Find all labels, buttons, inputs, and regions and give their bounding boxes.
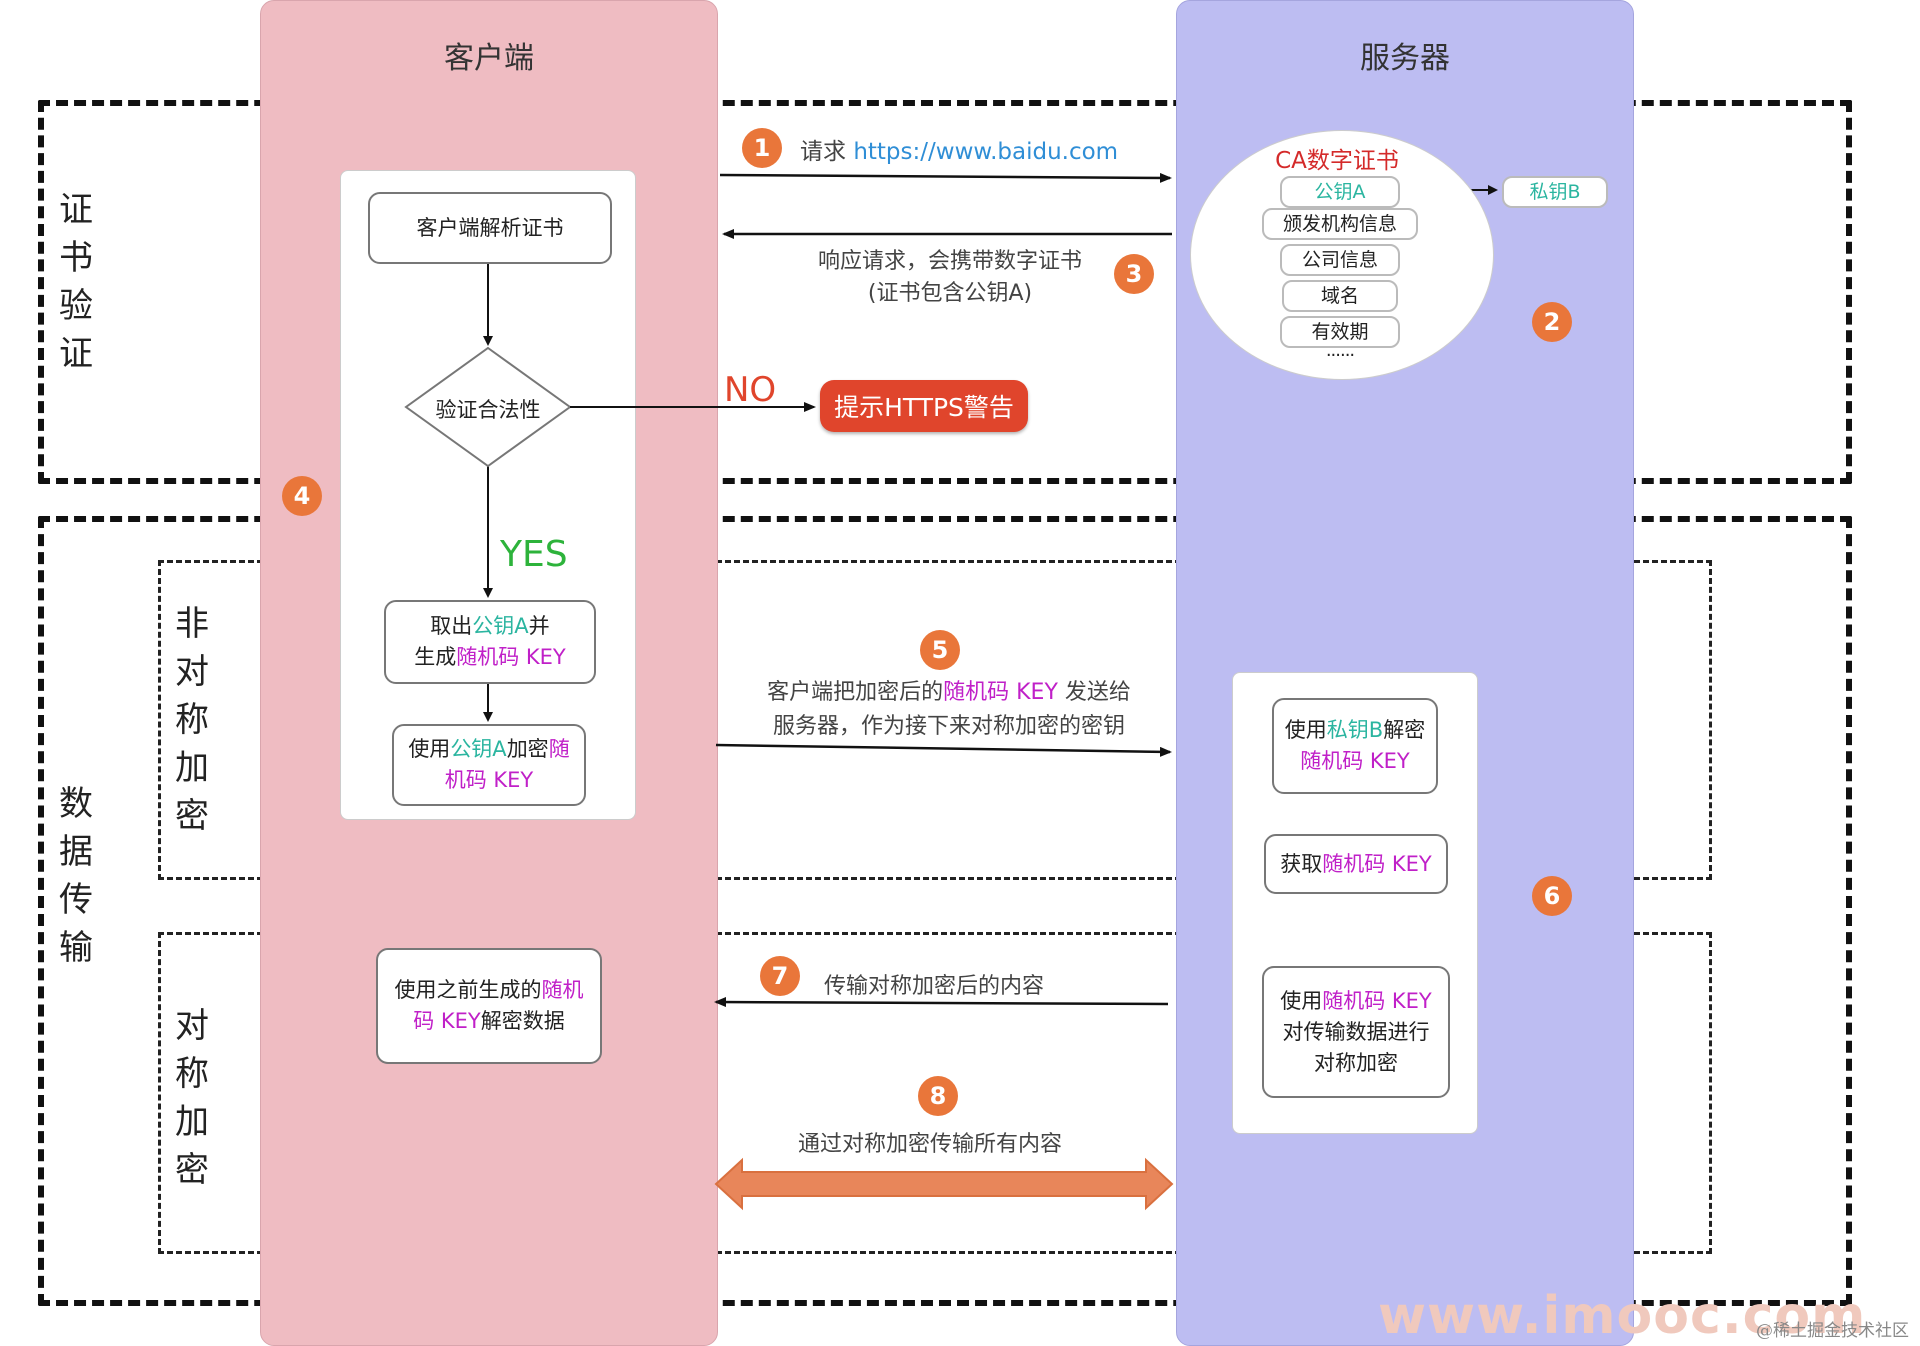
symmetric-label: 对称加密 bbox=[175, 1006, 209, 1190]
random-key-text: 随机码 KEY bbox=[456, 645, 566, 669]
verify-diamond bbox=[404, 346, 572, 468]
decrypt-text: 解密 bbox=[1383, 718, 1426, 742]
validity-pill: 有效期 bbox=[1280, 316, 1400, 348]
encrypt-text-2: 加密 bbox=[506, 737, 549, 761]
decrypt-text-2: 解密数据 bbox=[480, 1009, 565, 1033]
random-key-text: 随机码 KEY bbox=[1322, 851, 1432, 876]
random-key-text-2: 码 KEY bbox=[413, 1009, 481, 1033]
random-key-text: 随 bbox=[548, 737, 570, 761]
step-5-text-a: 客户端把加密后的 bbox=[767, 680, 944, 705]
cert-verification-section bbox=[38, 100, 1852, 484]
step-8-badge: 8 bbox=[918, 1076, 958, 1116]
step-7-text: 传输对称加密后的内容 bbox=[824, 974, 1045, 999]
take-key-text-2: 并 bbox=[528, 614, 550, 638]
public-key-text: 公钥A bbox=[472, 614, 529, 638]
random-key-text: 随机码 KEY bbox=[1300, 749, 1410, 773]
step-1-badge: 1 bbox=[742, 128, 782, 168]
public-key-pill: 公钥A bbox=[1280, 176, 1400, 208]
random-key-text: 随机码 KEY bbox=[943, 680, 1058, 705]
step-8-text: 通过对称加密传输所有内容 bbox=[798, 1132, 1063, 1157]
credit-text: @稀土掘金技术社区 bbox=[1756, 1321, 1909, 1341]
asymmetric-label: 非对称加密 bbox=[175, 604, 209, 836]
encrypt-line-3: 对称加密 bbox=[1313, 1050, 1398, 1075]
request-text: 请求 bbox=[800, 139, 854, 165]
issuer-info-pill: 颁发机构信息 bbox=[1262, 208, 1418, 240]
random-key-text: 随机码 KEY bbox=[1322, 988, 1432, 1013]
parse-cert-box: 客户端解析证书 bbox=[368, 192, 612, 264]
step-5-text-b: 发送给 bbox=[1057, 680, 1131, 705]
watermark: www.imooc.com bbox=[1378, 1286, 1867, 1346]
step-5-line-2: 服务器，作为接下来对称加密的密钥 bbox=[772, 714, 1125, 739]
generate-text: 生成 bbox=[414, 645, 457, 669]
decrypt-key-box: 使用私钥B解密 随机码 KEY bbox=[1272, 698, 1438, 794]
https-warning-badge: 提示HTTPS警告 bbox=[820, 380, 1028, 432]
step-3-badge: 3 bbox=[1114, 254, 1154, 294]
server-title: 服务器 bbox=[1360, 41, 1450, 76]
decrypt-data-box: 使用之前生成的随机 码 KEY解密数据 bbox=[376, 948, 602, 1064]
step-2-badge: 2 bbox=[1532, 302, 1572, 342]
data-transfer-section bbox=[38, 516, 1852, 1306]
private-key-pill: 私钥B bbox=[1502, 176, 1608, 208]
step-5-badge: 5 bbox=[920, 630, 960, 670]
domain-pill: 域名 bbox=[1282, 280, 1398, 312]
request-url: https://www.baidu.com bbox=[853, 139, 1119, 165]
take-key-text: 取出 bbox=[430, 614, 473, 638]
decrypt-text: 使用之前生成的 bbox=[394, 978, 542, 1002]
public-key-text: 公钥A bbox=[450, 737, 507, 761]
cert-verification-label: 证书验证 bbox=[59, 190, 93, 374]
private-key-text: 私钥B bbox=[1326, 718, 1384, 742]
symmetric-encrypt-box: 使用随机码 KEY 对传输数据进行 对称加密 bbox=[1262, 966, 1450, 1098]
step-3-line-1: 响应请求，会携带数字证书 bbox=[817, 249, 1082, 274]
encrypt-text: 使用 bbox=[408, 737, 451, 761]
step-4-badge: 4 bbox=[282, 476, 322, 516]
get-key-box: 获取随机码 KEY bbox=[1264, 834, 1448, 894]
take-public-key-box: 取出公钥A并 生成随机码 KEY bbox=[384, 600, 596, 684]
step-3-text: 响应请求，会携带数字证书 (证书包含公钥A) bbox=[800, 246, 1100, 310]
use-text: 使用 bbox=[1280, 988, 1323, 1013]
step-5-text: 客户端把加密后的随机码 KEY 发送给 服务器，作为接下来对称加密的密钥 bbox=[744, 676, 1154, 744]
verify-label: 验证合法性 bbox=[435, 398, 541, 422]
symmetric-transfer-arrow bbox=[714, 1157, 1174, 1211]
step-1-text: 请求 https://www.baidu.com bbox=[800, 132, 1118, 166]
asymmetric-section bbox=[158, 560, 1712, 880]
use-text: 使用 bbox=[1284, 718, 1327, 742]
data-transfer-label: 数据传输 bbox=[59, 784, 93, 968]
step-7-badge: 7 bbox=[760, 956, 800, 996]
encrypt-line-2: 对传输数据进行 bbox=[1282, 1019, 1430, 1044]
random-key-text-2: 机码 KEY bbox=[444, 768, 534, 792]
yes-label: YES bbox=[500, 534, 568, 575]
random-key-text: 随机 bbox=[541, 978, 584, 1002]
no-label: NO bbox=[724, 370, 777, 410]
symmetric-section bbox=[158, 932, 1712, 1254]
encrypt-key-box: 使用公钥A加密随 机码 KEY bbox=[392, 724, 586, 806]
step-6-badge: 6 bbox=[1532, 876, 1572, 916]
company-info-pill: 公司信息 bbox=[1280, 244, 1400, 276]
get-text: 获取 bbox=[1280, 851, 1323, 876]
step-3-line-2: (证书包含公钥A) bbox=[867, 281, 1033, 306]
ca-title: CA数字证书 bbox=[1275, 148, 1399, 174]
ca-ellipsis: ...... bbox=[1325, 340, 1355, 361]
client-title: 客户端 bbox=[444, 41, 534, 76]
